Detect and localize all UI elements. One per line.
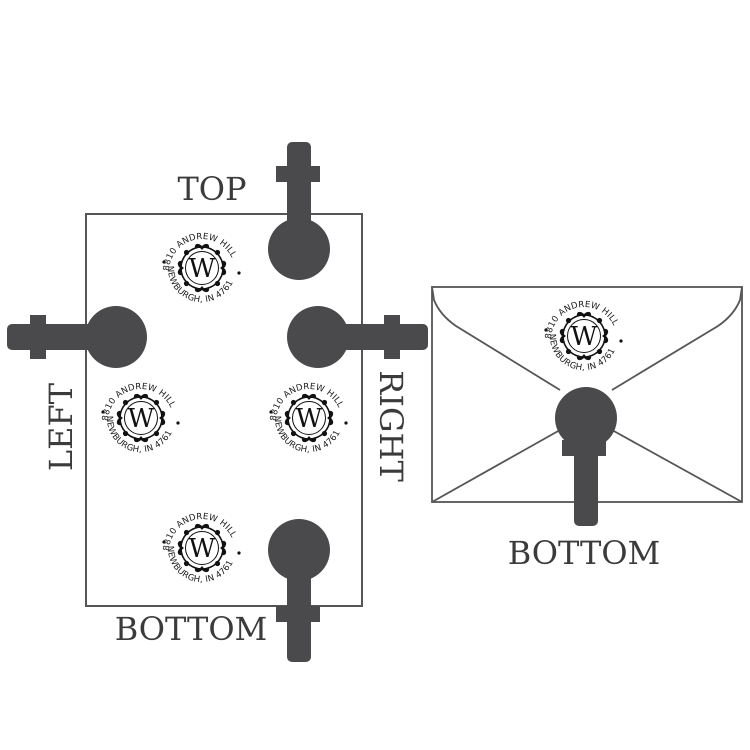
stamp-impression-top: W 8810 ANDREW HILL NEWBURGH, IN 47610 [161, 232, 242, 305]
paper-sheet [85, 213, 363, 607]
monogram-letter: W [189, 254, 216, 284]
monogram-letter: W [296, 404, 323, 434]
monogram-letter: W [189, 534, 216, 564]
label-left: LEFT [42, 382, 80, 471]
monogram-letter: W [128, 404, 155, 434]
stamp-impression-envelope: W 8810 ANDREW HILL NEWBURGH, IN 47610 [543, 300, 624, 373]
embosser-icon-bottom [268, 519, 330, 662]
monogram-letter: W [571, 322, 598, 352]
label-right: RIGHT [372, 370, 410, 482]
embosser-icon-envelope [555, 387, 617, 526]
embosser-icon-left [7, 306, 147, 368]
embosser-icon-right [287, 306, 428, 368]
label-bottom-envelope: BOTTOM [508, 534, 661, 572]
stamp-impression-left: W 8810 ANDREW HILL NEWBURGH, IN 47610 [100, 382, 181, 455]
stamp-impression-bottom: W 8810 ANDREW HILL NEWBURGH, IN 47610 [161, 512, 242, 585]
label-bottom-sheet: BOTTOM [115, 610, 268, 648]
stamp-impression-right: W 8810 ANDREW HILL NEWBURGH, IN 47610 [268, 382, 349, 455]
label-top: TOP [177, 170, 246, 208]
embosser-icon-top [268, 142, 330, 280]
